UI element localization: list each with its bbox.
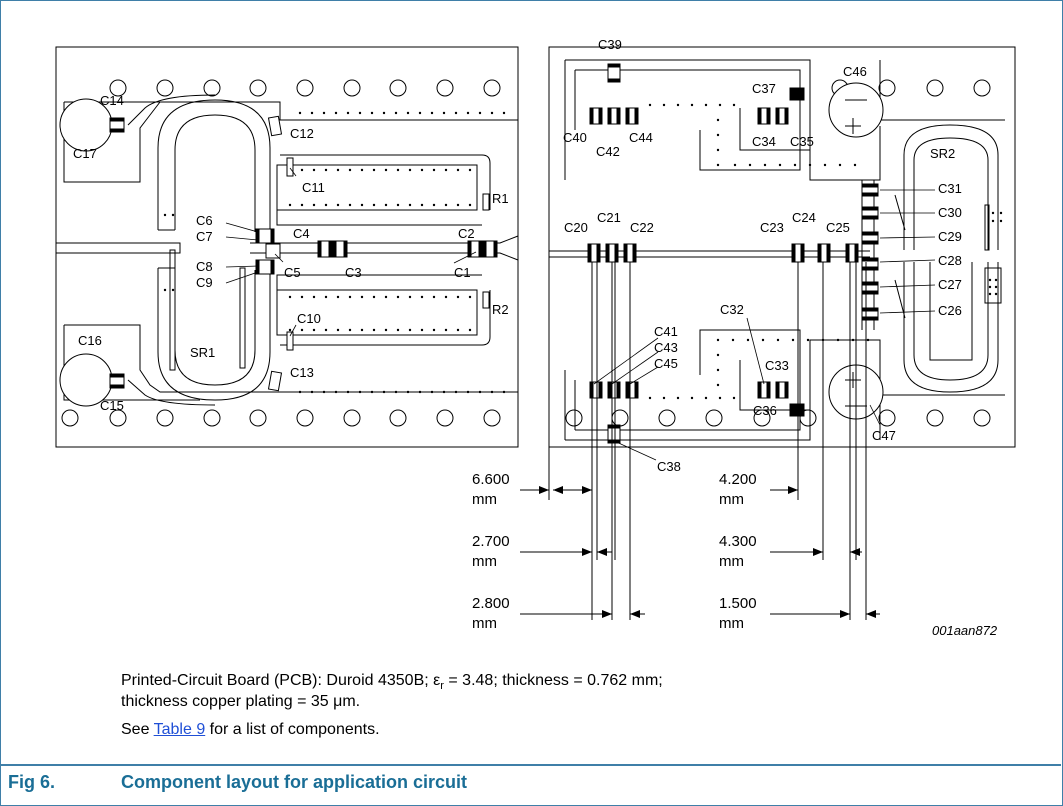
dim-6600-value: 6.600: [472, 471, 510, 488]
label-c6: C6: [196, 213, 213, 228]
left-board: [55, 46, 519, 448]
pcb-spec-line2: thickness copper plating = 35 μm.: [121, 693, 361, 710]
label-sr1: SR1: [190, 345, 215, 360]
epsilon-subscript: r: [440, 680, 444, 693]
label-c20: C20: [564, 220, 588, 235]
label-c28: C28: [938, 253, 962, 268]
right-via-rows: [648, 103, 1003, 400]
dim-4200-value: 4.200: [719, 471, 757, 488]
right-board: [548, 46, 1016, 448]
label-c16: C16: [78, 333, 102, 348]
label-c39: C39: [598, 37, 622, 52]
dim-2700-unit: mm: [472, 553, 497, 570]
left-via-rows: [163, 111, 506, 394]
components-reference-note: See Table 9 for a list of components.: [121, 720, 380, 740]
pcb-spec-text-a: Printed-Circuit Board (PCB): Duroid 4350…: [121, 672, 441, 689]
via-row-bottom: [288, 295, 506, 394]
left-components: [59, 98, 498, 407]
left-board-outline: [55, 46, 519, 448]
label-c44: C44: [629, 130, 653, 145]
dim-4200-unit: mm: [719, 491, 744, 508]
left-leader-lines: [225, 167, 477, 337]
label-c35: C35: [790, 134, 814, 149]
right-leader-lines: [593, 189, 936, 461]
label-c33: C33: [765, 358, 789, 373]
label-c36: C36: [753, 403, 777, 418]
dim-4300-unit: mm: [719, 553, 744, 570]
label-c15: C15: [100, 398, 124, 413]
right-board-outline: [548, 46, 1016, 448]
label-c32: C32: [720, 302, 744, 317]
pcb-spec-line1: Printed-Circuit Board (PCB): Duroid 4350…: [121, 671, 663, 696]
label-c4: C4: [293, 226, 310, 241]
label-c12: C12: [290, 126, 314, 141]
label-c5: C5: [284, 265, 301, 280]
label-c40: C40: [563, 130, 587, 145]
right-components: [587, 63, 884, 444]
table-9-link[interactable]: Table 9: [153, 721, 206, 738]
dim-1500-value: 1.500: [719, 595, 757, 612]
label-c25: C25: [826, 220, 850, 235]
label-c23: C23: [760, 220, 784, 235]
dim-1500-unit: mm: [719, 615, 744, 632]
dimension-labels: 6.600 mm 4.200 mm 2.700 mm 4.300 mm 2.80…: [472, 471, 757, 632]
label-sr2: SR2: [930, 146, 955, 161]
label-c38: C38: [657, 459, 681, 474]
label-c43: C43: [654, 340, 678, 355]
see-suffix: for a list of components.: [205, 721, 380, 738]
left-labels: C14 C17 C12 C11 R1 C6 C7 C4 C2 C8 C9 C5 …: [73, 93, 509, 413]
label-c46: C46: [843, 64, 867, 79]
figure-number: Fig 6.: [8, 772, 56, 792]
label-c42: C42: [596, 144, 620, 159]
label-c30: C30: [938, 205, 962, 220]
figure-reference-code: 001aan872: [932, 623, 998, 638]
label-c7: C7: [196, 229, 213, 244]
dim-4300-value: 4.300: [719, 533, 757, 550]
label-c24: C24: [792, 210, 816, 225]
dim-2700-value: 2.700: [472, 533, 510, 550]
label-c29: C29: [938, 229, 962, 244]
label-r1: R1: [492, 191, 509, 206]
label-c2: C2: [458, 226, 475, 241]
dimension-guides: [548, 262, 867, 620]
label-c37: C37: [752, 81, 776, 96]
label-c1: C1: [454, 265, 471, 280]
label-c34: C34: [752, 134, 776, 149]
right-labels: C39 C46 C37 C40 C42 C44 C34 C35 SR2 C31 …: [563, 37, 962, 474]
dimension-arrows: [520, 486, 880, 618]
figure-title: Component layout for application circuit: [121, 772, 468, 792]
label-c26: C26: [938, 303, 962, 318]
dim-2800-value: 2.800: [472, 595, 510, 612]
label-c22: C22: [630, 220, 654, 235]
dim-2800-unit: mm: [472, 615, 497, 632]
label-c13: C13: [290, 365, 314, 380]
see-prefix: See: [121, 721, 154, 738]
label-r2: R2: [492, 302, 509, 317]
left-mounting-holes: [61, 79, 501, 427]
label-c45: C45: [654, 356, 678, 371]
dim-6600-unit: mm: [472, 491, 497, 508]
label-c8: C8: [196, 259, 213, 274]
c46-electrolytic: [828, 82, 884, 138]
label-c3: C3: [345, 265, 362, 280]
pcb-spec-text-b: = 3.48; thickness = 0.762 mm;: [443, 672, 663, 689]
label-c10: C10: [297, 311, 321, 326]
label-c11: C11: [302, 180, 325, 195]
label-c21: C21: [597, 210, 621, 225]
label-c41: C41: [654, 324, 678, 339]
label-c14: C14: [100, 93, 124, 108]
label-c27: C27: [938, 277, 962, 292]
label-c47: C47: [872, 428, 896, 443]
label-c9: C9: [196, 275, 213, 290]
label-c31: C31: [938, 181, 962, 196]
caption-divider: [0, 764, 1061, 766]
label-c17: C17: [73, 146, 97, 161]
